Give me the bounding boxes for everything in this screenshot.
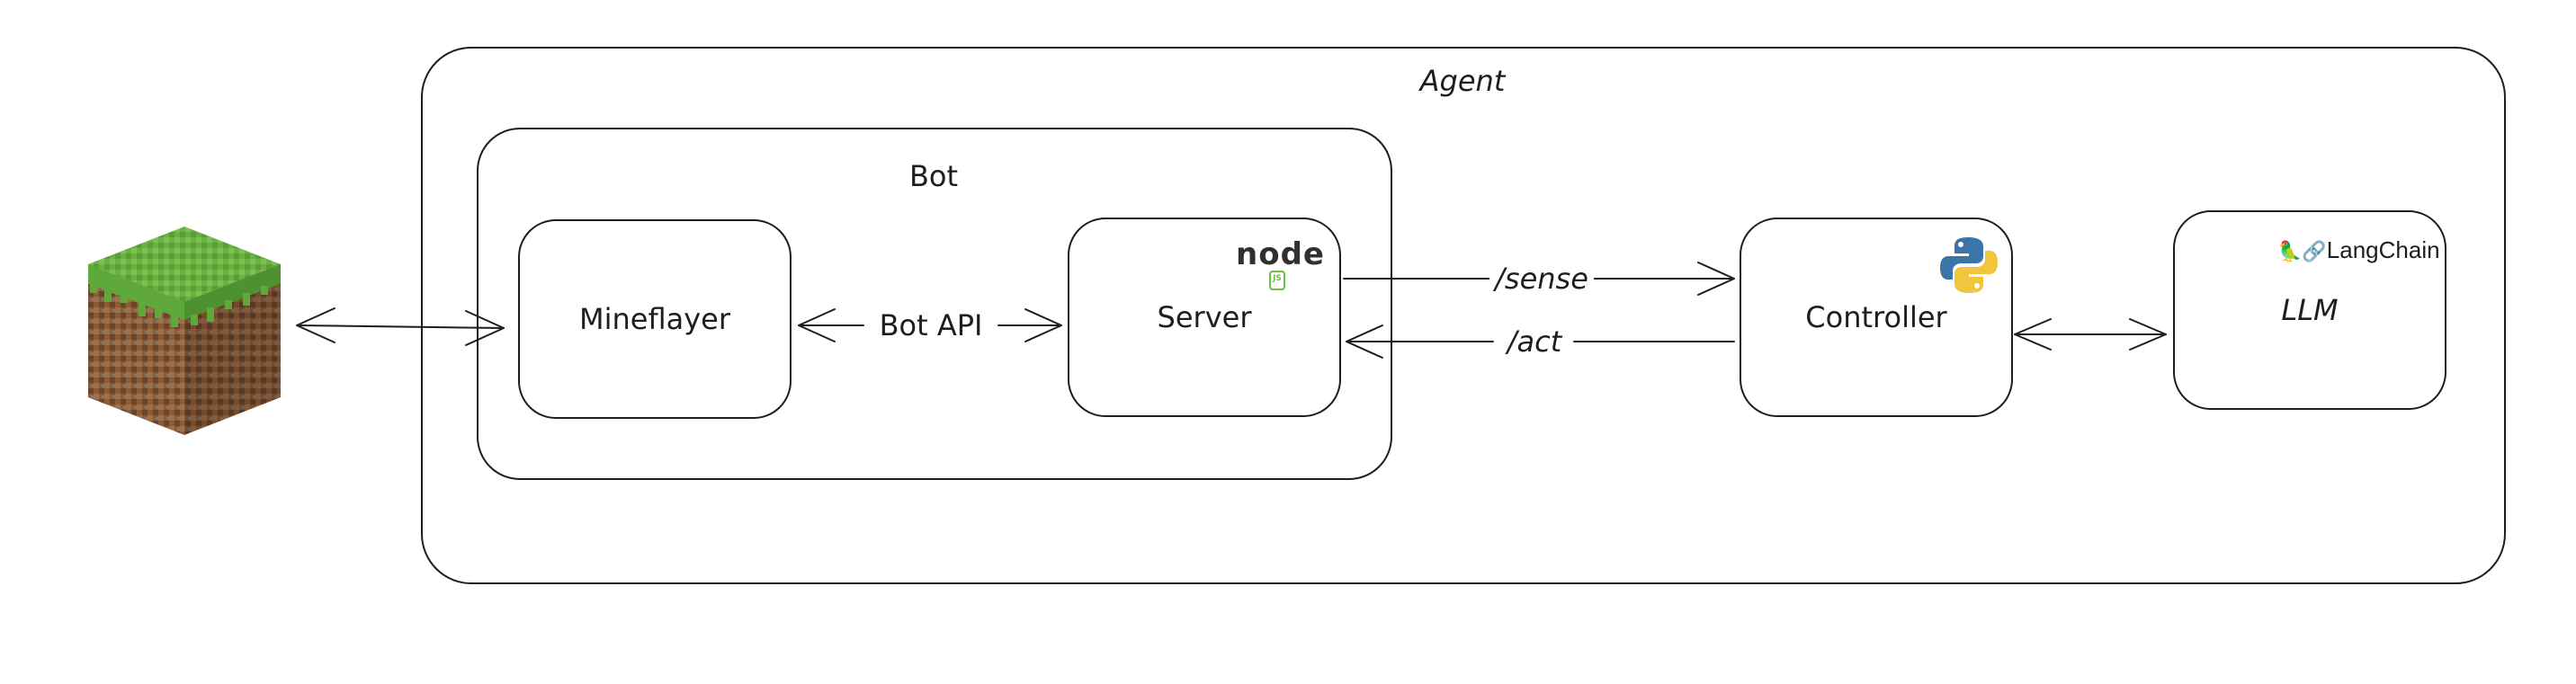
langchain-logo-text: LangChain xyxy=(2326,236,2440,263)
mineflayer-node xyxy=(518,219,792,419)
nodejs-logo-text: node xyxy=(1236,236,1325,272)
server-node xyxy=(1068,218,1341,417)
python-logo-icon xyxy=(1940,237,1998,293)
nodejs-logo-icon: node JS xyxy=(1236,236,1325,295)
controller-label: Controller xyxy=(1805,300,1947,334)
agent-title: Agent xyxy=(1419,64,1506,98)
llm-label: LLM xyxy=(2281,293,2339,327)
controller-node xyxy=(1740,218,2013,417)
minecraft-grass-block-icon xyxy=(88,227,281,435)
bot-container xyxy=(477,128,1392,480)
langchain-logo-icon: 🦜🔗LangChain xyxy=(2277,235,2440,266)
mineflayer-label: Mineflayer xyxy=(578,302,731,336)
act-label: /act xyxy=(1501,324,1568,359)
nodejs-logo-badge: JS xyxy=(1269,271,1285,290)
block-mineflayer-arrow xyxy=(296,324,505,329)
bot-api-label: Bot API xyxy=(875,308,987,342)
server-label: Server xyxy=(1157,300,1252,334)
sense-label: /sense xyxy=(1489,262,1594,296)
agent-container xyxy=(421,47,2506,584)
nodejs-logo-sub: JS xyxy=(1273,274,1282,283)
langchain-emoji: 🦜🔗 xyxy=(2277,240,2327,262)
llm-node xyxy=(2173,210,2446,410)
bot-title: Bot xyxy=(908,159,959,193)
